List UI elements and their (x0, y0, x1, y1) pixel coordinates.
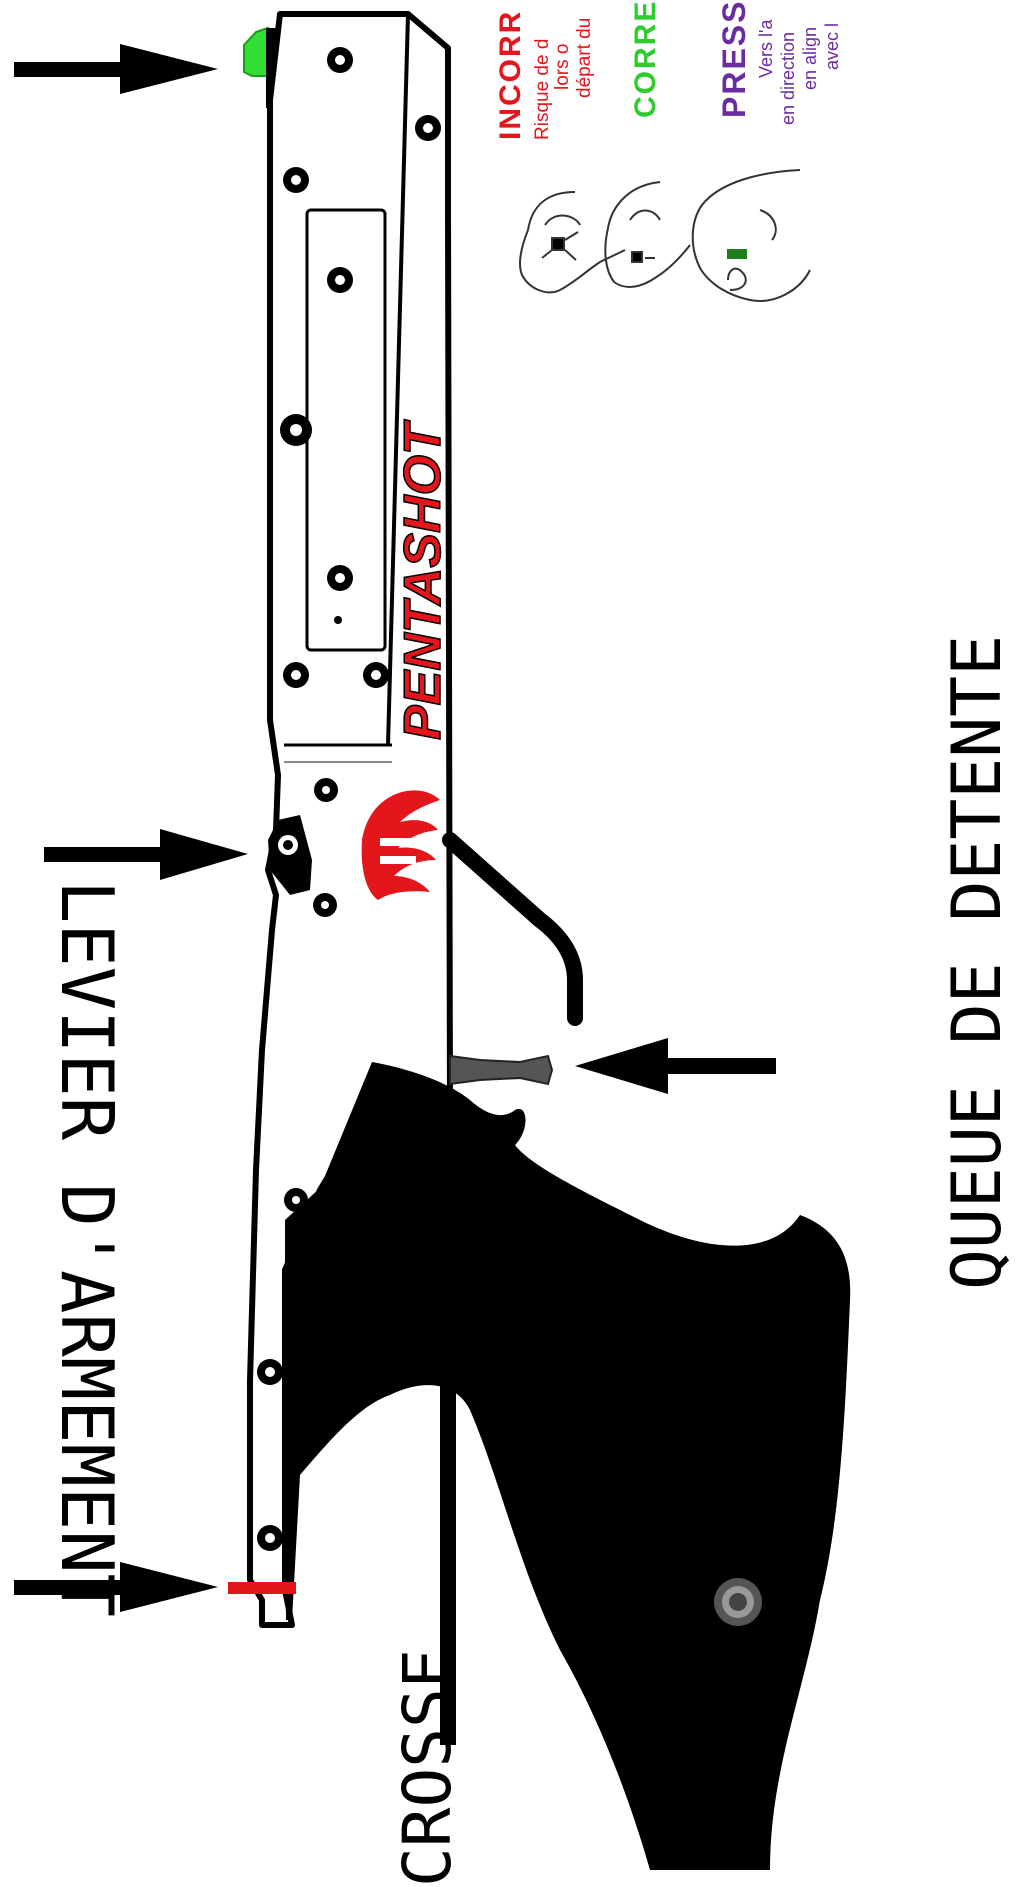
grip-screw-icon (714, 1578, 762, 1626)
hand-pression-icon (693, 170, 810, 301)
hand-correct-icon (605, 182, 690, 287)
instruction-incorrect: INCORR Risque de d lors o départ du (494, 10, 595, 140)
hand-incorrect-icon (520, 192, 625, 292)
label-queue-detente: QUEUE DE DETENTE (938, 635, 1017, 1290)
arrow-cocking-tab (14, 44, 218, 94)
instruction-pression: PRESS Vers l'a en direction en align ave… (716, 0, 842, 125)
frame-dot (334, 616, 342, 624)
trigger-guard (450, 840, 575, 1018)
label-levier-armement: LEVIER D'ARMEMENT (45, 880, 129, 1617)
instruction-incorrect-line-1: Risque de d (532, 39, 553, 140)
pistol-grip (285, 1062, 850, 1870)
brand-pentashot: PENTASHOT (394, 419, 452, 740)
instruction-pression-line-4: avec l (822, 23, 842, 70)
instruction-incorrect-line-3: départ du (574, 18, 595, 98)
arrow-trigger (575, 1038, 776, 1094)
instruction-pression-line-1: Vers l'a (756, 19, 776, 78)
instruction-pression-line-3: en align (800, 27, 820, 90)
instruction-correct-title: CORRE (629, 0, 662, 118)
arrow-cocking-lever (44, 829, 248, 880)
butt-marker (228, 1582, 296, 1594)
trigger-blade (450, 1056, 552, 1084)
instruction-correct: CORRE (629, 0, 662, 118)
instruction-pression-title: PRESS (716, 0, 752, 118)
instruction-incorrect-line-2: lors o (552, 44, 573, 90)
instruction-incorrect-title: INCORR (494, 10, 527, 140)
instruction-pression-line-2: en direction (778, 32, 798, 125)
